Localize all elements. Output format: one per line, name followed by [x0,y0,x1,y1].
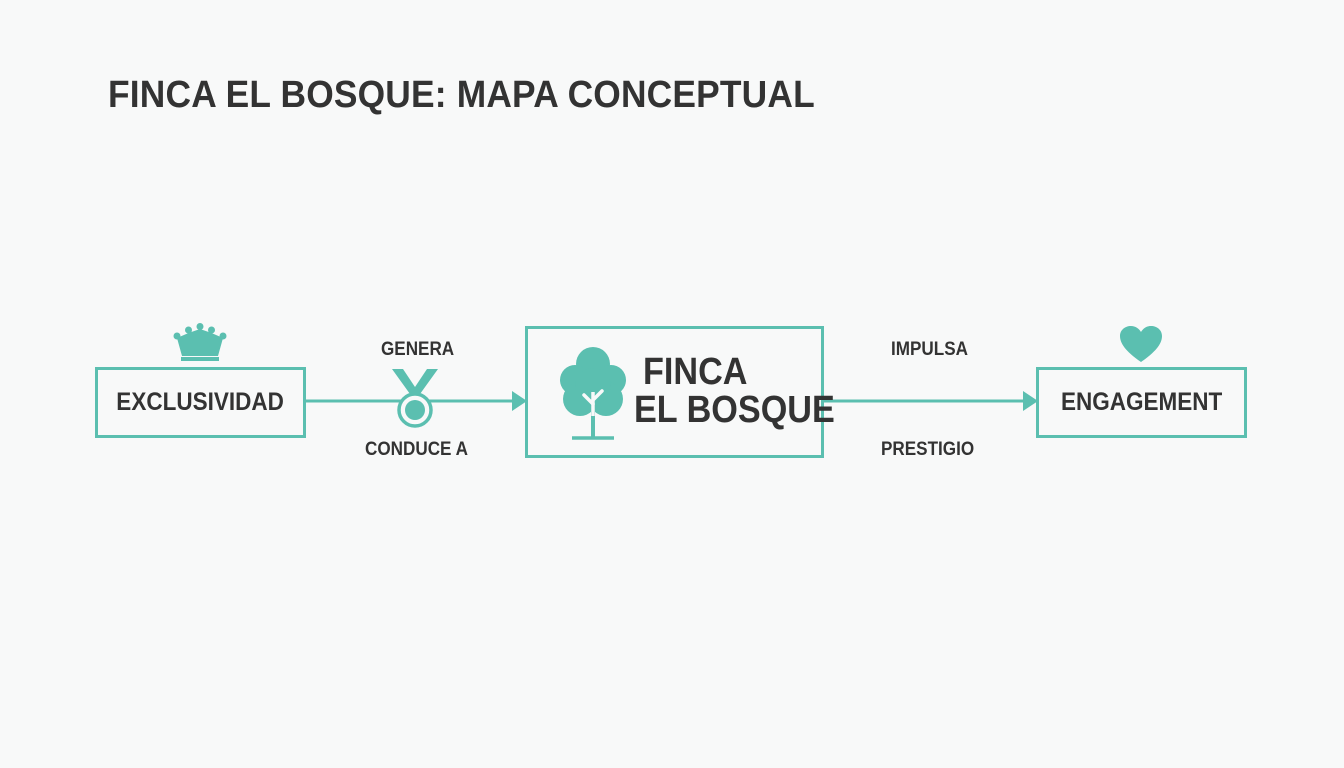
edge-right-arrowhead [1023,391,1038,411]
tree-icon [560,347,626,440]
node-exclusividad-label: EXCLUSIVIDAD [116,388,285,416]
edge-label-prestigio: PRESTIGIO [881,439,975,460]
edge-label-genera: GENERA [381,339,455,360]
edge-label-impulsa: IMPULSA [891,339,968,360]
heart-icon [1120,326,1162,362]
node-finca-el-bosque-label: FINCA EL BOSQUE [634,353,835,429]
node-finca-el-bosque-line2: EL BOSQUE [634,389,835,431]
node-engagement: ENGAGEMENT [1036,367,1247,438]
node-exclusividad: EXCLUSIVIDAD [95,367,306,438]
node-finca-el-bosque-line1: FINCA [643,351,748,393]
edge-left-arrowhead [512,391,527,411]
page-title: FINCA EL BOSQUE: MAPA CONCEPTUAL [108,74,815,116]
crown-icon [173,323,227,361]
node-engagement-label: ENGAGEMENT [1060,388,1223,416]
node-finca-el-bosque: FINCA EL BOSQUE [525,326,835,458]
edge-label-conduce-a: CONDUCE A [365,439,468,460]
medal-icon [392,369,438,428]
